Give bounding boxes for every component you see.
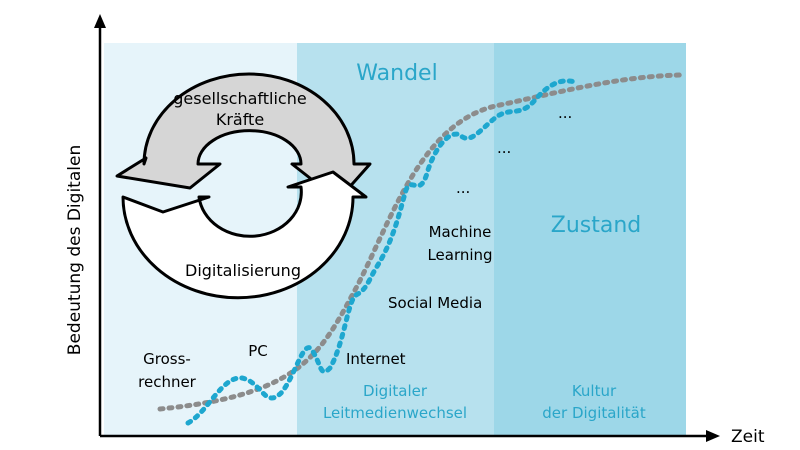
zone-label-digitaler: Digitaler: [363, 382, 428, 400]
cycle-arrow-bottom: [121, 170, 368, 300]
cycle-label-digitalisierung: Digitalisierung: [185, 261, 301, 280]
zone-label-wandel: Wandel: [356, 61, 437, 86]
y-axis-label: Bedeutung des Digitalen: [65, 145, 85, 355]
x-axis-arrowhead: [706, 430, 720, 442]
milestone-rechner: rechner: [138, 373, 197, 391]
cycle-label-kraefte: Kräfte: [216, 110, 264, 129]
x-axis-label: Zeit: [731, 427, 765, 447]
zone-label-kultur: Kultur: [572, 382, 617, 400]
cycle-arrow-top: [115, 72, 372, 202]
zone-label-leitmedienwechsel: Leitmedienwechsel: [323, 404, 467, 422]
milestone-learning: Learning: [427, 246, 492, 264]
y-axis-arrowhead: [94, 14, 106, 28]
milestone-machine: Machine: [429, 223, 492, 241]
milestone-internet: Internet: [346, 350, 406, 368]
zone-right: [494, 43, 686, 435]
milestone-social-media: Social Media: [388, 294, 482, 312]
cycle-label-gesellschaftliche: gesellschaftliche: [173, 89, 306, 108]
milestone-ellipsis-3: ...: [558, 104, 572, 122]
milestone-gross: Gross-: [143, 350, 191, 368]
milestone-ellipsis-2: ...: [497, 139, 511, 157]
milestone-ellipsis-1: ...: [456, 179, 470, 197]
digitalization-strand: [185, 78, 578, 426]
zone-label-zustand: Zustand: [551, 213, 642, 238]
milestone-pc: PC: [248, 342, 268, 360]
zone-label-der-digitalitaet: der Digitalität: [542, 404, 646, 422]
